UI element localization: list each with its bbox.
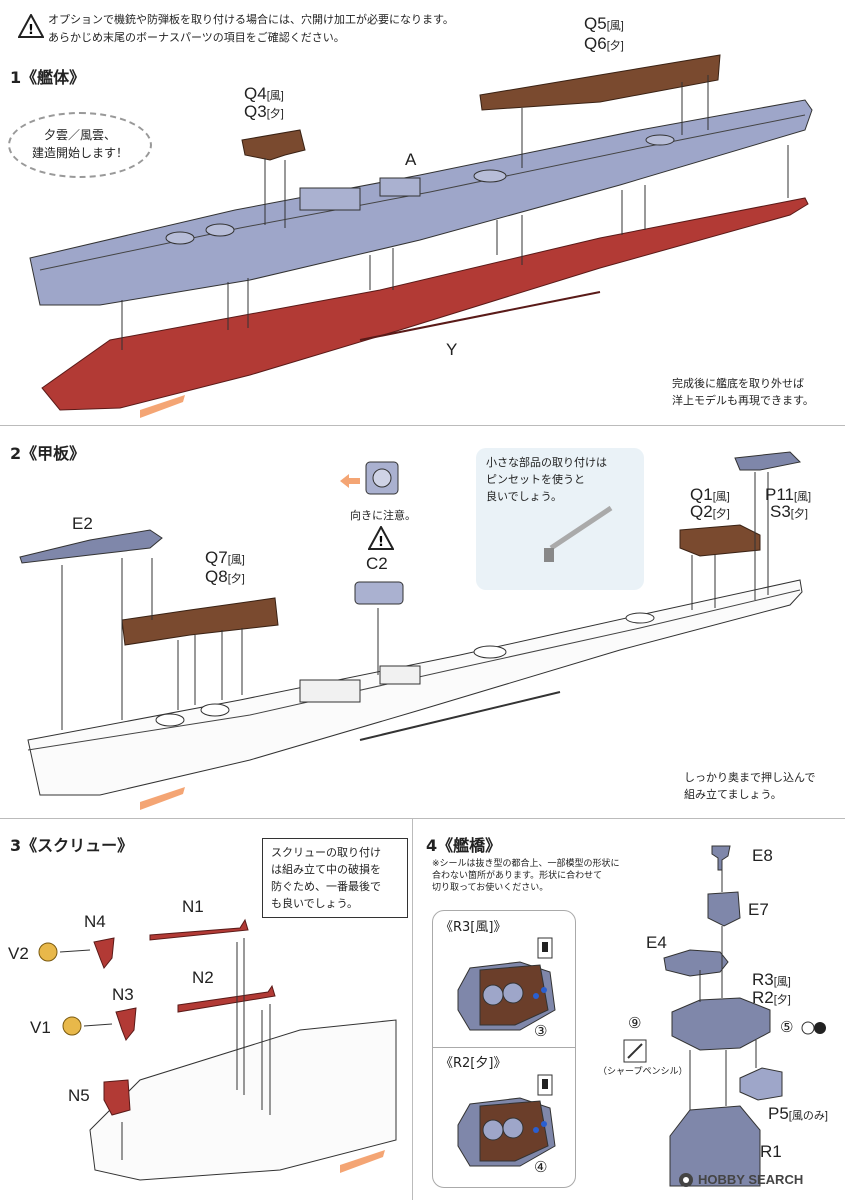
propeller-v2 (38, 942, 58, 962)
direction-arrow-icon (340, 474, 360, 488)
label-c2: C2 (366, 554, 388, 573)
label-r3: R3[風] (752, 970, 791, 989)
panel-r2-title: 《R2[夕]》 (440, 1056, 507, 1071)
part-p5 (739, 1067, 783, 1101)
sticker-icon-r2 (537, 1074, 553, 1096)
shaft-n2 (177, 984, 276, 1013)
label-p11: P11[風] (765, 485, 812, 504)
step3-title: 3《スクリュー》 (10, 836, 134, 855)
hull-illustration (29, 54, 813, 418)
sticker-icon-r3 (537, 937, 553, 959)
direction-arrow-3 (340, 1150, 385, 1173)
deck-illustration (19, 451, 803, 810)
part-q4 (241, 129, 306, 161)
label-q5: Q5[風] (584, 14, 624, 33)
circle-4: ④ (534, 1158, 548, 1176)
propeller-v1 (62, 1016, 82, 1036)
pencil-icon (623, 1039, 647, 1063)
divider-2 (0, 818, 845, 819)
part-p11 (734, 451, 802, 471)
step4-note: ※シールは抜き型の都合上、一部模型の形状に 合わない箇所があります。形状に合わせ… (432, 859, 620, 893)
lower-hull-y (41, 197, 809, 411)
step2-note: しっかり奥まで押し込んで 組み立てましょう。 (676, 764, 824, 808)
label-y: Y (446, 340, 458, 359)
part-r3-r2 (671, 997, 771, 1051)
step1-speech-bubble: 夕雲／風雲、 建造開始します！ (8, 112, 152, 178)
label-n5: N5 (68, 1086, 90, 1105)
label-r2: R2[夕] (752, 988, 791, 1007)
label-a: A (405, 150, 417, 169)
warning-text-2: あらかじめ末尾のボーナスパーツの項目をご確認ください。 (48, 31, 345, 44)
direction-note: 向きに注意。 (350, 509, 416, 522)
divider-3 (412, 818, 413, 1200)
caution-icon: ! (368, 526, 394, 550)
sticker-panel (432, 910, 576, 1188)
shaft-n1 (149, 918, 249, 941)
strut-n3 (115, 1007, 137, 1041)
watermark-logo-icon (678, 1172, 694, 1188)
part-e4 (663, 949, 729, 977)
part-e8 (711, 845, 731, 871)
deck-plate-q7 (121, 597, 279, 646)
label-q4: Q4[風] (244, 84, 284, 103)
part-q1 (679, 524, 761, 557)
watermark-text: HOBBY SEARCH (698, 1172, 804, 1187)
hull-white (27, 579, 803, 796)
warning-text-1: オプションで機銃や防弾板を取り付ける場合には、穴開け加工が必要になります。 (48, 13, 454, 26)
circle-3: ③ (534, 1022, 548, 1040)
label-q2: Q2[夕] (690, 502, 730, 521)
step4-title: 4《艦橋》 (426, 836, 502, 855)
label-p5: P5[風のみ] (768, 1104, 828, 1123)
label-q7: Q7[風] (205, 548, 245, 567)
label-n2: N2 (192, 968, 214, 987)
label-e4: E4 (646, 933, 667, 952)
rudder-n5 (103, 1079, 131, 1116)
panel-r3-title: 《R3[風]》 (440, 920, 507, 935)
panel-divider (433, 1047, 575, 1048)
strut-n4 (93, 937, 115, 969)
svg-text:!: ! (28, 23, 34, 38)
label-q3: Q3[夕] (244, 102, 284, 121)
direction-icon (364, 460, 400, 496)
direction-arrow-1 (140, 395, 185, 418)
svg-text:!: ! (378, 535, 384, 550)
label-v2: V2 (8, 944, 29, 963)
step2-title: 2《甲板》 (10, 444, 86, 463)
circle-5: ⑤ (780, 1018, 794, 1036)
label-s3: S3[夕] (770, 502, 808, 521)
label-q1: Q1[風] (690, 485, 730, 504)
step1-title: 1《艦体》 (10, 68, 86, 87)
label-r1: R1 (760, 1142, 782, 1161)
label-v1: V1 (30, 1018, 51, 1037)
label-n1: N1 (182, 897, 204, 916)
deck-plate-q5 (479, 54, 721, 111)
divider-1 (0, 425, 845, 426)
upper-hull-a (29, 99, 813, 306)
screw-illustration (38, 918, 397, 1181)
warning-icon: ! (18, 14, 44, 38)
label-e8: E8 (752, 846, 773, 865)
part-e7 (707, 891, 741, 927)
label-e7: E7 (748, 900, 769, 919)
step1-note: 完成後に艦底を取り外せば 洋上モデルも再現できます。 (664, 370, 822, 414)
stern-hull (89, 1019, 397, 1181)
bubble-text: 夕雲／風雲、 建造開始します！ (31, 128, 128, 160)
label-q8: Q8[夕] (205, 567, 245, 586)
tip-text: 小さな部品の取り付けは ピンセットを使うと 良いでしょう。 (486, 456, 607, 503)
pencil-note: （シャープペンシル） (598, 1067, 688, 1077)
tweezers-tip: 小さな部品の取り付けは ピンセットを使うと 良いでしょう。 (476, 448, 644, 590)
direction-arrow-2 (140, 787, 185, 810)
circle-9: ⑨ (628, 1014, 642, 1032)
part-c2 (354, 581, 404, 605)
step3-note: スクリューの取り付け は組み立て中の破損を 防ぐため、一番最後で も良いでしょう… (262, 838, 408, 918)
label-n4: N4 (84, 912, 106, 931)
label-e2: E2 (72, 514, 93, 533)
part-e2 (19, 529, 163, 564)
label-n3: N3 (112, 985, 134, 1004)
label-q6: Q6[夕] (584, 34, 624, 53)
